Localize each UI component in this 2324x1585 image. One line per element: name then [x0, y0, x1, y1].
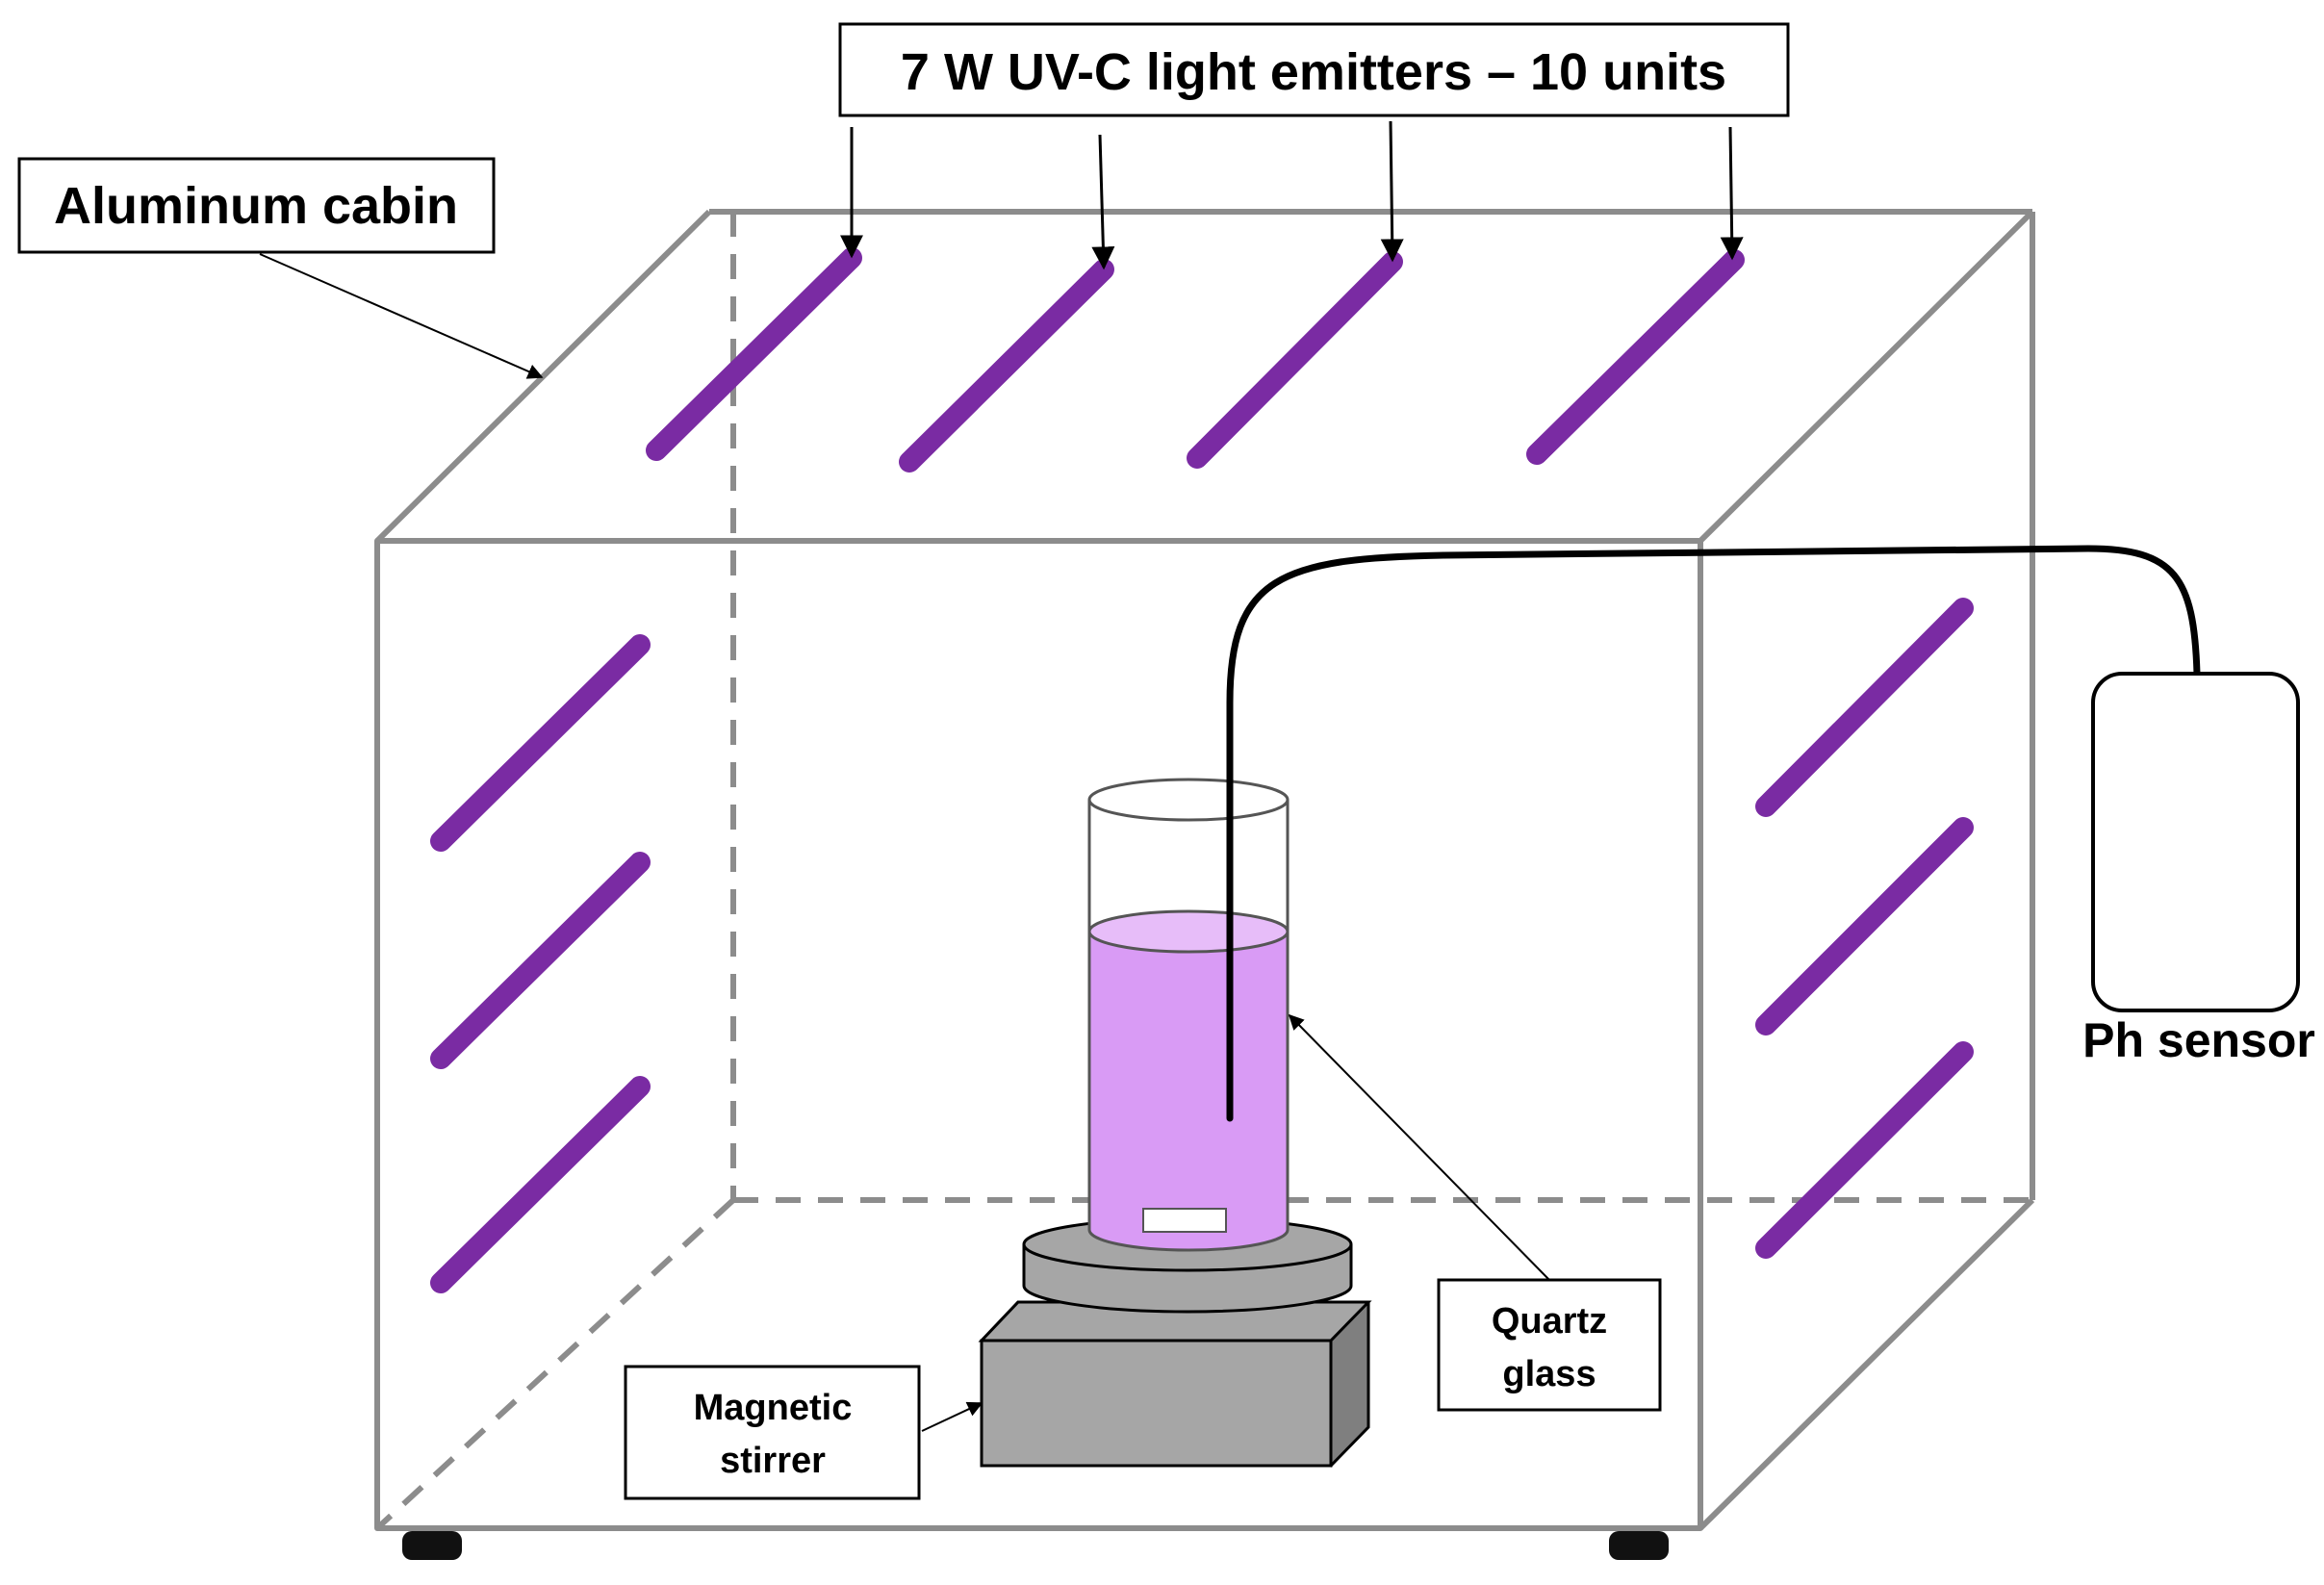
stirrer-label-line1: Magnetic	[694, 1388, 853, 1428]
uv-lamp	[899, 259, 1114, 473]
magnetic-stirrer	[978, 1216, 1372, 1468]
uv-lamp	[1526, 249, 1745, 465]
cabin-foot-left	[402, 1531, 462, 1560]
uv-lamp	[1755, 598, 1974, 817]
quartz-label-line2: glass	[1502, 1354, 1596, 1394]
stirrer-arrow	[921, 1401, 983, 1432]
cabin-foot-right	[1609, 1531, 1669, 1560]
emitter-arrow	[1720, 126, 1744, 261]
sensor-label: Ph sensor	[2082, 1013, 2315, 1067]
emitter-arrow	[1091, 134, 1115, 270]
uv-lamp	[430, 852, 651, 1069]
uv-lamp	[1187, 251, 1403, 469]
emitters-label-box: 7 W UV-C light emitters – 10 units	[838, 22, 1790, 117]
cabin-label: Aluminum cabin	[54, 177, 458, 235]
annotation-arrows	[259, 120, 1744, 1432]
uv-lamp	[1755, 817, 1974, 1035]
quartz-glass-beaker	[1087, 778, 1290, 1252]
stirrer-label-line2: stirrer	[720, 1441, 826, 1481]
aluminum-cabin	[374, 209, 2035, 1531]
uv-lamps	[430, 247, 1974, 1293]
uv-lamp	[430, 634, 651, 852]
stirrer-label-box: Magnetic stirrer	[624, 1365, 921, 1500]
quartz-arrow	[1288, 1013, 1550, 1281]
uv-lamp	[646, 247, 862, 461]
stir-bar	[1142, 1208, 1227, 1233]
uv-lamp	[1755, 1041, 1974, 1259]
emitters-label: 7 W UV-C light emitters – 10 units	[901, 43, 1726, 101]
sensor-cable	[1226, 545, 2201, 1122]
emitter-arrow	[1380, 120, 1404, 263]
quartz-label-box: Quartz glass	[1437, 1278, 1662, 1412]
cabin-arrow	[259, 253, 544, 379]
cabin-label-box: Aluminum cabin	[17, 157, 496, 254]
quartz-label-line1: Quartz	[1492, 1301, 1607, 1342]
uv-lamp	[430, 1076, 651, 1293]
ph-sensor-device	[2091, 672, 2300, 1012]
